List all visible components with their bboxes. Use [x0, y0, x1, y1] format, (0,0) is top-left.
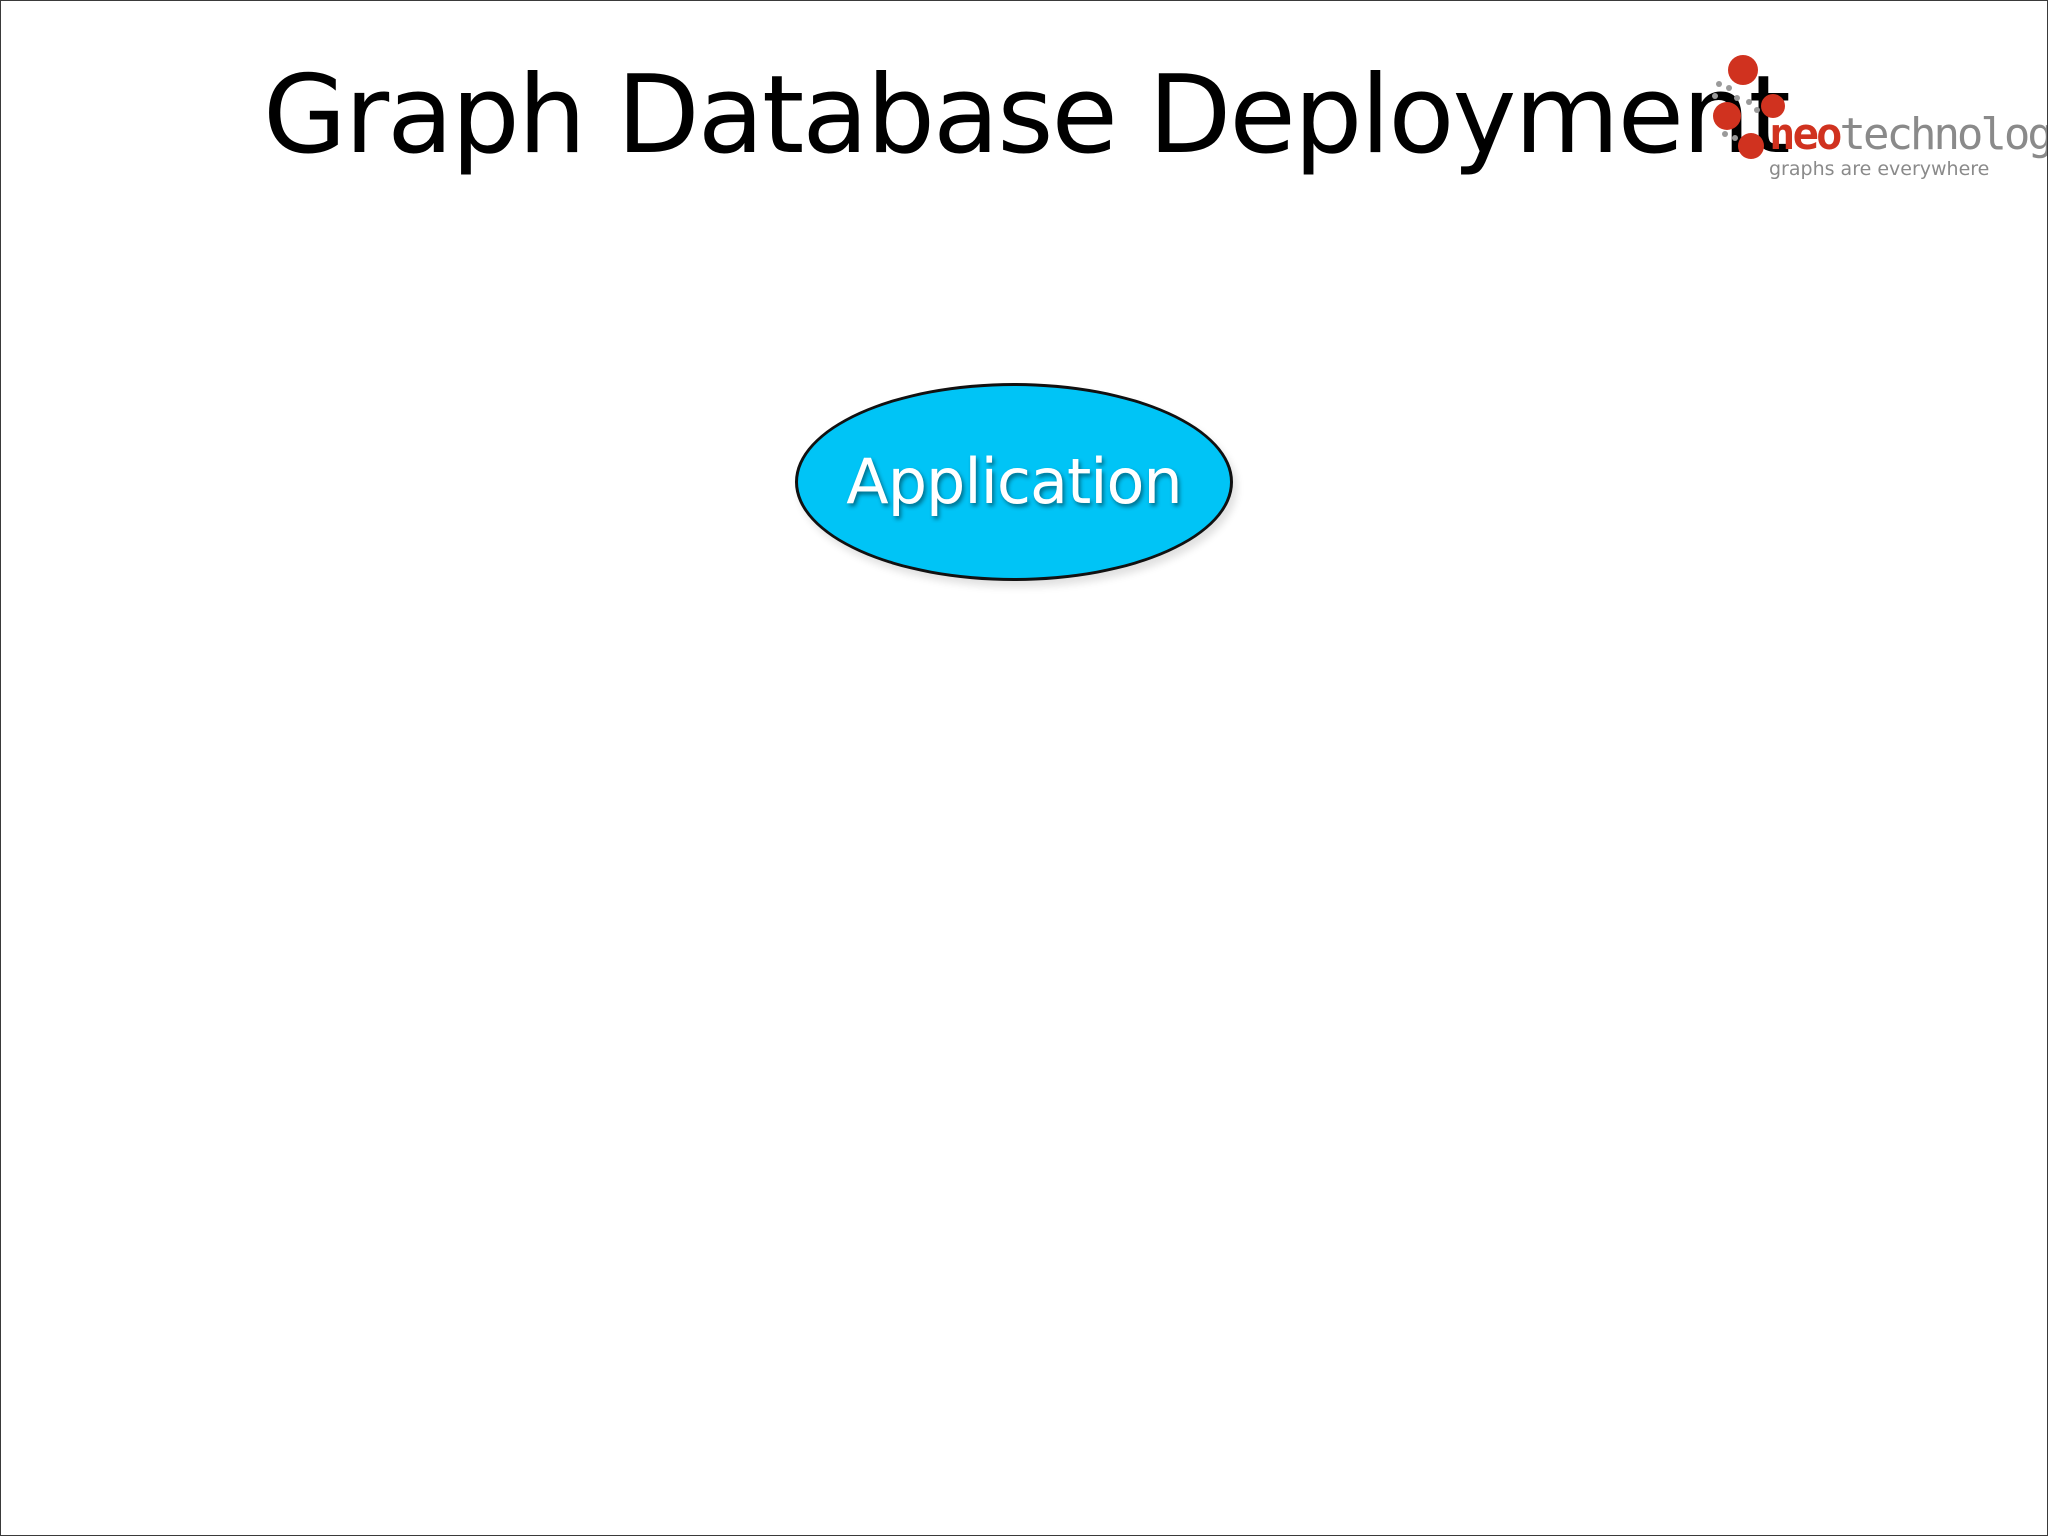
logo-small-dot [1734, 95, 1740, 101]
logo-small-dot [1716, 81, 1722, 87]
logo-small-dot [1754, 107, 1760, 113]
logo-dot [1761, 94, 1785, 118]
logo-small-dot [1726, 85, 1732, 91]
logo-wordmark-technology: technology [1839, 109, 2047, 160]
logo-dot [1728, 55, 1758, 85]
neotechnology-logo: neotechnology graphs are everywhere [1701, 46, 2047, 186]
logo-wordmark: neotechnology [1769, 109, 2047, 160]
slide-title: Graph Database Deployment [263, 53, 1791, 178]
logo-small-dot [1732, 135, 1738, 141]
logo-small-dot [1722, 131, 1728, 137]
logo-wordmark-neo: neo [1769, 109, 1843, 160]
logo-dots-icon [1712, 55, 1785, 159]
application-node: Application [795, 383, 1233, 581]
logo-small-dot [1746, 99, 1752, 105]
application-node-label: Application [846, 445, 1182, 518]
logo-tagline: graphs are everywhere [1769, 158, 1990, 180]
logo-dot [1738, 133, 1764, 159]
logo-dot [1713, 102, 1741, 130]
logo-small-dot [1712, 93, 1718, 99]
